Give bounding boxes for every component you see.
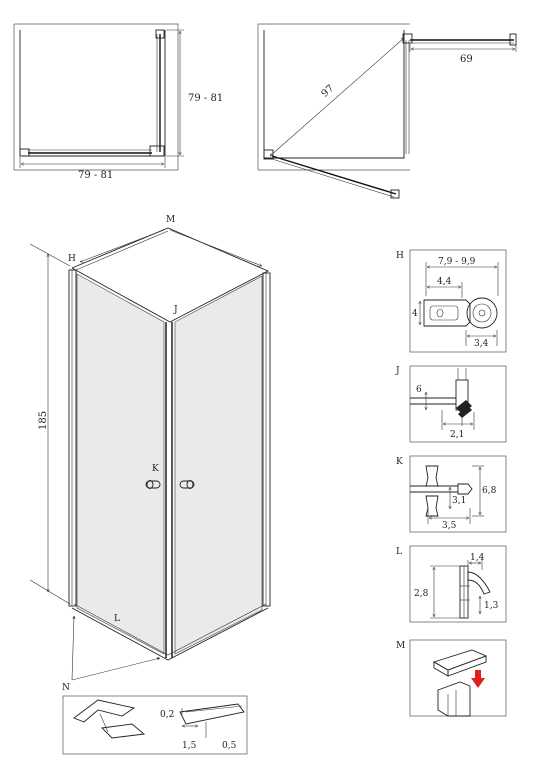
callout-m: M [166,215,175,225]
plan-view-open: 97 69 [257,23,517,199]
callout-n: N [62,683,70,693]
detail-n-gap: 0,2 [160,710,174,720]
callout-j: J [173,305,178,315]
detail-k: K 6,8 3,1 3,5 [396,455,507,533]
callout-k: K [152,464,159,474]
detail-h-letter: H [396,251,404,261]
callout-h: H [68,254,76,264]
height-dimension: 185 [38,411,49,430]
detail-k-b: 3,1 [452,496,466,506]
detail-l-a: 1,4 [470,553,485,563]
detail-l-c: 1,3 [484,601,499,611]
detail-k-letter: K [396,457,403,467]
callout-l: L [114,614,120,624]
detail-k-a: 6,8 [482,486,497,496]
detail-m-letter: M [396,641,405,651]
detail-n-depth: 0,5 [222,741,237,751]
door-handle-right [179,480,195,489]
detail-l-b: 2,8 [414,589,429,599]
detail-h-a: 4,4 [437,277,452,287]
detail-j: J 6 2,1 [395,365,507,443]
detail-h-b: 4 [412,309,418,319]
detail-h-range: 7,9 - 9,9 [438,257,476,267]
detail-h: H 7,9 - 9,9 4,4 4 3,4 [396,249,507,353]
plan-view-closed: 79 - 81 79 - 81 [13,23,223,181]
detail-j-a: 6 [416,385,422,395]
detail-n-panel: 0,2 1,5 0,5 [62,695,248,755]
detail-j-letter: J [395,366,400,376]
diagonal-dimension: 97 [320,83,337,100]
detail-h-c: 3,4 [474,339,489,349]
detail-k-c: 3,5 [442,521,457,531]
detail-l: L 1,4 2,8 1,3 [396,545,507,623]
insert-arrow-icon [471,670,485,688]
detail-j-b: 2,1 [450,430,464,440]
detail-m: M [396,639,507,717]
width-dimension: 79 - 81 [78,170,113,181]
opening-dimension: 69 [460,54,473,65]
door-handle-left [145,480,161,489]
depth-dimension: 79 - 81 [188,93,223,104]
detail-n-width: 1,5 [182,741,197,751]
detail-l-letter: L [396,547,402,557]
enclosure-isometric: M H J L K 185 [29,215,271,693]
